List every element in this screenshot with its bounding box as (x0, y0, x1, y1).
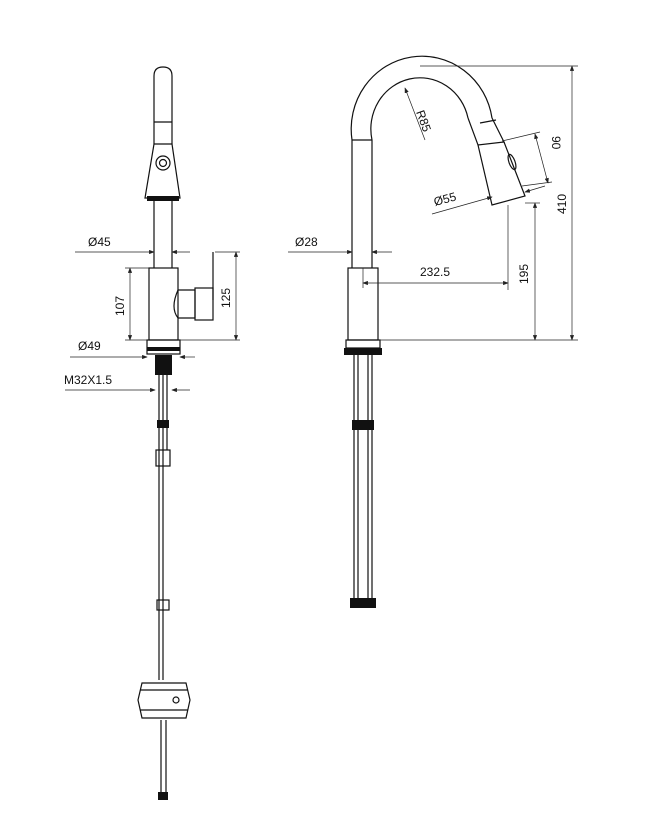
dim-head-diameter: Ø55 (432, 189, 458, 208)
dim-radius: R85 (413, 108, 434, 134)
button-icon (155, 155, 171, 171)
side-view (344, 55, 526, 608)
dim-total-height: 410 (555, 194, 569, 214)
dim-tube-diameter: Ø28 (295, 235, 318, 249)
front-view (137, 66, 214, 800)
spout-inner (370, 77, 469, 268)
spray-head-side (477, 141, 526, 206)
dim-body-height: 107 (113, 296, 127, 316)
dim-head-length: 90 (549, 136, 563, 150)
handle (194, 287, 214, 321)
spray-head (144, 143, 181, 199)
hoses-side (353, 355, 373, 600)
dim-outlet-height: 195 (517, 264, 531, 284)
threaded-shank (155, 355, 172, 375)
dim-reach: 232.5 (420, 265, 450, 279)
spout-outer (350, 55, 493, 268)
side-dimensions: Ø28 R85 90 Ø55 232.5 195 410 (288, 65, 578, 341)
dim-thread: M32X1.5 (64, 373, 112, 387)
dim-spout-diameter: Ø45 (88, 235, 111, 249)
dim-base-diameter: Ø49 (78, 339, 101, 353)
dim-handle-height: 125 (219, 288, 233, 308)
front-dimensions: Ø45 107 125 Ø49 M32X1.5 (64, 235, 240, 393)
hoses (158, 375, 168, 800)
hose-weight (137, 682, 191, 719)
spout-tip (153, 66, 173, 122)
